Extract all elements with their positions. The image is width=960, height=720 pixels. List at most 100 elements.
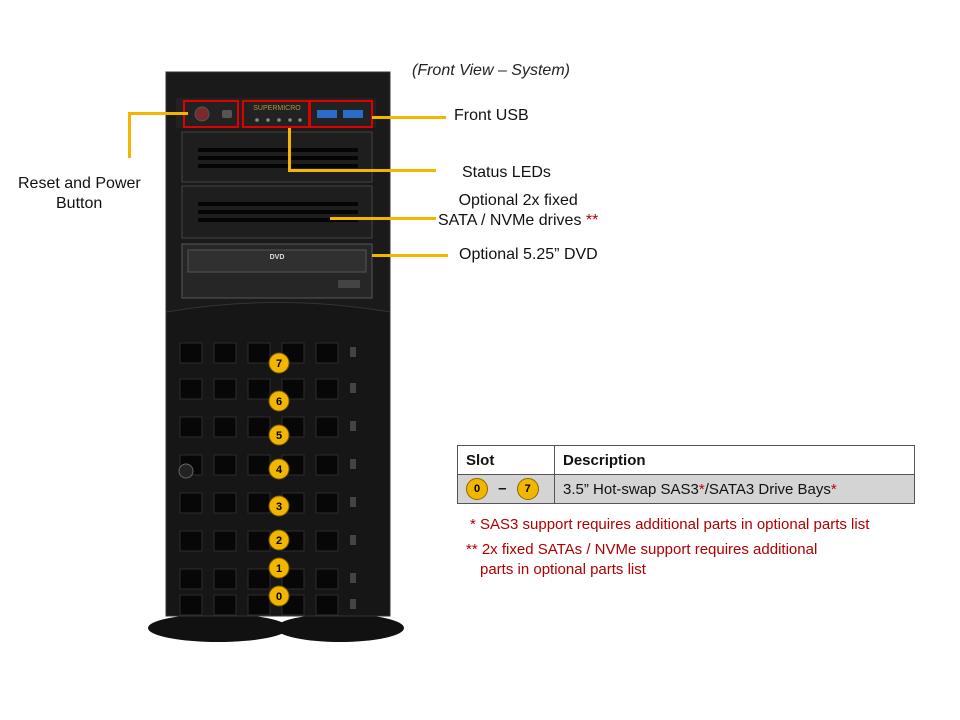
bay-vent (213, 492, 237, 514)
label-dvd: Optional 5.25” DVD (459, 246, 598, 263)
cell-slot-range: 0 – 7 (457, 474, 555, 504)
bay-vent (179, 342, 203, 364)
callout-line-reset (128, 112, 188, 115)
bay-vent (213, 568, 237, 590)
chassis-foot-right (276, 614, 404, 642)
bay-led (350, 421, 356, 431)
chassis-foot-left (148, 614, 288, 642)
bay-vent (213, 454, 237, 476)
bay-vent (315, 454, 339, 476)
figure-caption: (Front View – System) (412, 62, 570, 79)
bay-led (350, 459, 356, 469)
slot-bubble-start: 0 (466, 478, 488, 500)
bay-led (350, 599, 356, 609)
bay-vent (315, 594, 339, 616)
power-button (194, 106, 210, 122)
slot-bubble-end: 7 (516, 478, 539, 500)
desc-mark2: * (830, 480, 837, 498)
callout-line-leds (288, 169, 436, 172)
callout-line-leds-drop (288, 128, 291, 170)
bay-vent (179, 416, 203, 438)
slot-bubble-7 (268, 352, 290, 374)
bay-vent (247, 594, 271, 616)
dvd-tray (187, 249, 367, 273)
bay-vent (315, 342, 339, 364)
slot-bubble-2 (268, 529, 290, 551)
label-fixed-drives: Optional 2x fixed SATA / NVMe drives ** (438, 191, 598, 231)
bay-vent (179, 492, 203, 514)
bay-vent (281, 378, 305, 400)
bay-vent (213, 530, 237, 552)
slot-bubble-4 (268, 458, 290, 480)
bay-vent (179, 378, 203, 400)
label-fixed-drives-line1: Optional 2x fixed (458, 192, 578, 209)
cell-description: 3.5” Hot-swap SAS3*/SATA3 Drive Bays* (554, 474, 915, 504)
slot-number-5: 5 (276, 430, 282, 442)
callout-line-dvd (372, 254, 448, 257)
table-row: 0 – 7 3.5” Hot-swap SAS3*/SATA3 Drive Ba… (457, 474, 915, 504)
status-leds (255, 118, 302, 122)
label-front-usb: Front USB (454, 107, 529, 124)
slot-bubble-6 (268, 390, 290, 412)
label-reset-power-line2: Button (56, 195, 103, 212)
label-fixed-drives-line2: SATA / NVMe drives (438, 212, 582, 229)
desc-main: 3.5” Hot-swap SAS3 (563, 480, 699, 498)
bay-vent (315, 568, 339, 590)
bay-vent (213, 416, 237, 438)
front-usb-highlight (309, 100, 373, 128)
slot-number-6: 6 (276, 396, 282, 408)
callout-line-fixed-drives (330, 217, 436, 220)
bay-vent (213, 594, 237, 616)
bay-vent (179, 594, 203, 616)
callout-line-reset-drop (128, 112, 131, 158)
bay-vent (247, 530, 271, 552)
brand-text: SUPERMICRO (253, 105, 301, 112)
bay-led (350, 573, 356, 583)
bay-vent (315, 530, 339, 552)
label-reset-power-line1: Reset and Power (18, 175, 141, 192)
dvd-logo: DVD (270, 254, 285, 261)
slot-table: Slot Description 0 – 7 3.5” Hot-swap SAS… (457, 445, 915, 504)
note-sas3: * SAS3 support requires additional parts… (470, 516, 870, 533)
note-fixed-drives-line2: parts in optional parts list (480, 561, 646, 578)
bay-vent (247, 378, 271, 400)
slot-number-1: 1 (276, 563, 282, 575)
label-reset-power: Reset and Power Button (18, 174, 158, 214)
slot-number-0: 0 (276, 591, 282, 603)
note-fixed-drives: ** 2x fixed SATAs / NVMe support require… (466, 540, 817, 580)
slot-bubble-3 (268, 495, 290, 517)
slot-range-dash: – (498, 479, 507, 497)
header-slot: Slot (457, 445, 555, 475)
bay-vent (179, 530, 203, 552)
slot-bubble-5 (268, 424, 290, 446)
bay-vent (315, 416, 339, 438)
bay-vent (213, 342, 237, 364)
slot-bubble-0 (268, 585, 290, 607)
dvd-eject-button (338, 280, 360, 288)
bay-led (350, 535, 356, 545)
label-status-leds: Status LEDs (462, 164, 551, 181)
bay-vent (315, 378, 339, 400)
slot-bubble-1 (268, 557, 290, 579)
bay-vent (179, 568, 203, 590)
bay-vent (247, 416, 271, 438)
bay-vent (247, 568, 271, 590)
reset-button (222, 110, 232, 118)
callout-line-usb (372, 116, 446, 119)
bay-vent (213, 378, 237, 400)
header-description: Description (554, 445, 915, 475)
desc-mark1: * (698, 480, 705, 498)
bay-led (350, 497, 356, 507)
bay-vent (247, 454, 271, 476)
slot-number-4: 4 (276, 464, 283, 476)
bay-vent (315, 492, 339, 514)
slot-number-3: 3 (276, 501, 282, 513)
bay-led (350, 383, 356, 393)
note-fixed-drives-line1: ** 2x fixed SATAs / NVMe support require… (466, 541, 818, 558)
desc-tail: /SATA3 Drive Bays (704, 480, 831, 498)
bay-vent (247, 342, 271, 364)
slot-number-7: 7 (276, 358, 282, 370)
usb-port-2 (343, 110, 363, 118)
